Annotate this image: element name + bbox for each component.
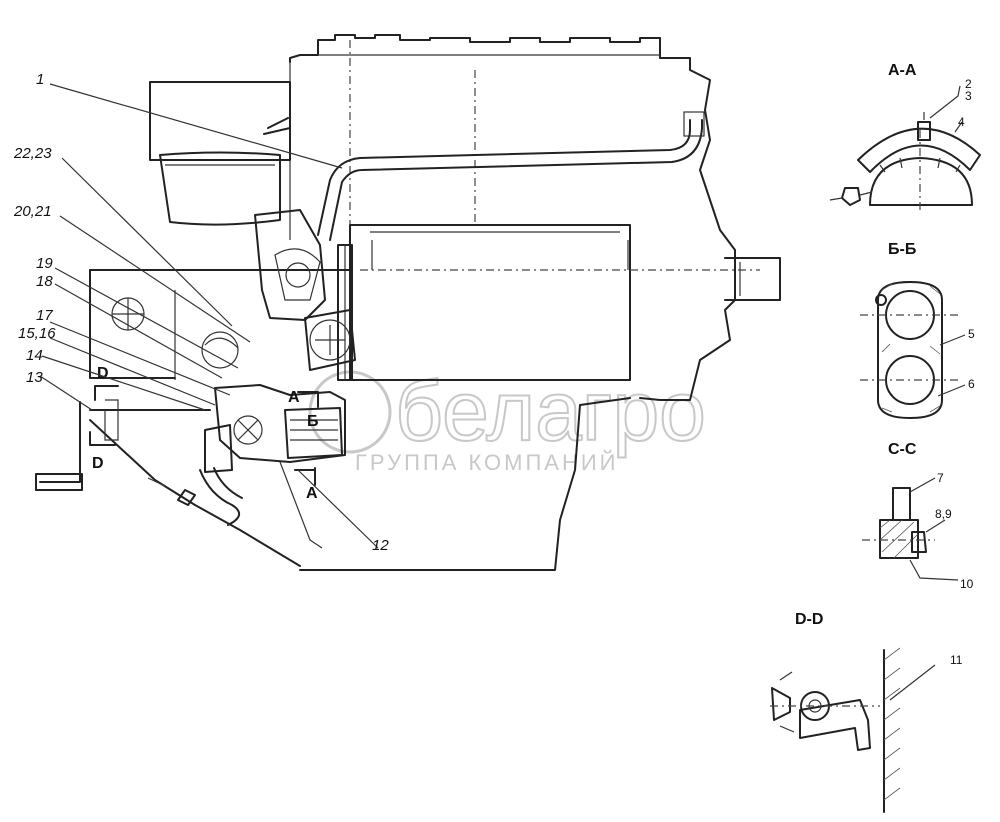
section-bb-part-5: 5 xyxy=(968,327,975,341)
watermark-brand: белагро xyxy=(395,364,706,458)
section-d-bottom-arrow xyxy=(89,431,116,446)
section-b-label: Б xyxy=(307,413,319,430)
engine-body xyxy=(35,34,781,571)
section-cc-part-7: 7 xyxy=(937,471,944,485)
section-d-top-label: D xyxy=(97,365,109,382)
section-a-top-arrow xyxy=(297,391,319,408)
callout-13: 13 xyxy=(26,369,43,386)
section-cc-part-8-9: 8,9 xyxy=(935,507,952,521)
leader-lines xyxy=(39,83,379,549)
section-a-top-label: A xyxy=(288,389,300,406)
callout-12: 12 xyxy=(372,537,389,554)
section-aa-part-2: 2 xyxy=(965,77,972,91)
section-dd-part-11: 11 xyxy=(950,653,963,667)
callout-15-16: 15,16 xyxy=(18,325,56,342)
section-aa-part-3: 3 xyxy=(965,89,972,103)
callout-19: 19 xyxy=(36,255,53,272)
section-aa-part-4: 4 xyxy=(958,115,965,129)
section-cc-part-10: 10 xyxy=(960,577,974,591)
watermark-tagline: ГРУППА КОМПАНИЙ xyxy=(355,450,619,475)
section-dd-title: D-D xyxy=(795,611,823,628)
section-aa-title: А-А xyxy=(888,62,917,79)
callout-20-21: 20,21 xyxy=(13,203,52,220)
section-dd: D-D 11 xyxy=(770,611,963,813)
callout-14: 14 xyxy=(26,347,43,364)
callout-17: 17 xyxy=(36,307,53,324)
section-d-bottom-label: D xyxy=(92,455,104,472)
callout-1: 1 xyxy=(36,71,44,88)
section-a-bottom-label: A xyxy=(306,485,318,502)
section-bb-part-6: 6 xyxy=(968,377,975,391)
section-d-top-arrow xyxy=(94,385,119,401)
section-cc: С-С 7 8,9 10 xyxy=(862,441,974,591)
section-bb: Б-Б 5 6 xyxy=(860,241,975,419)
callouts: 1 22,23 20,21 19 18 17 15,16 14 13 12 xyxy=(13,71,389,554)
section-aa: А-А 2 3 4 xyxy=(829,62,981,210)
callout-18: 18 xyxy=(36,273,53,290)
callout-22-23: 22,23 xyxy=(13,145,52,162)
section-bb-title: Б-Б xyxy=(888,241,916,258)
section-cc-title: С-С xyxy=(888,441,917,458)
